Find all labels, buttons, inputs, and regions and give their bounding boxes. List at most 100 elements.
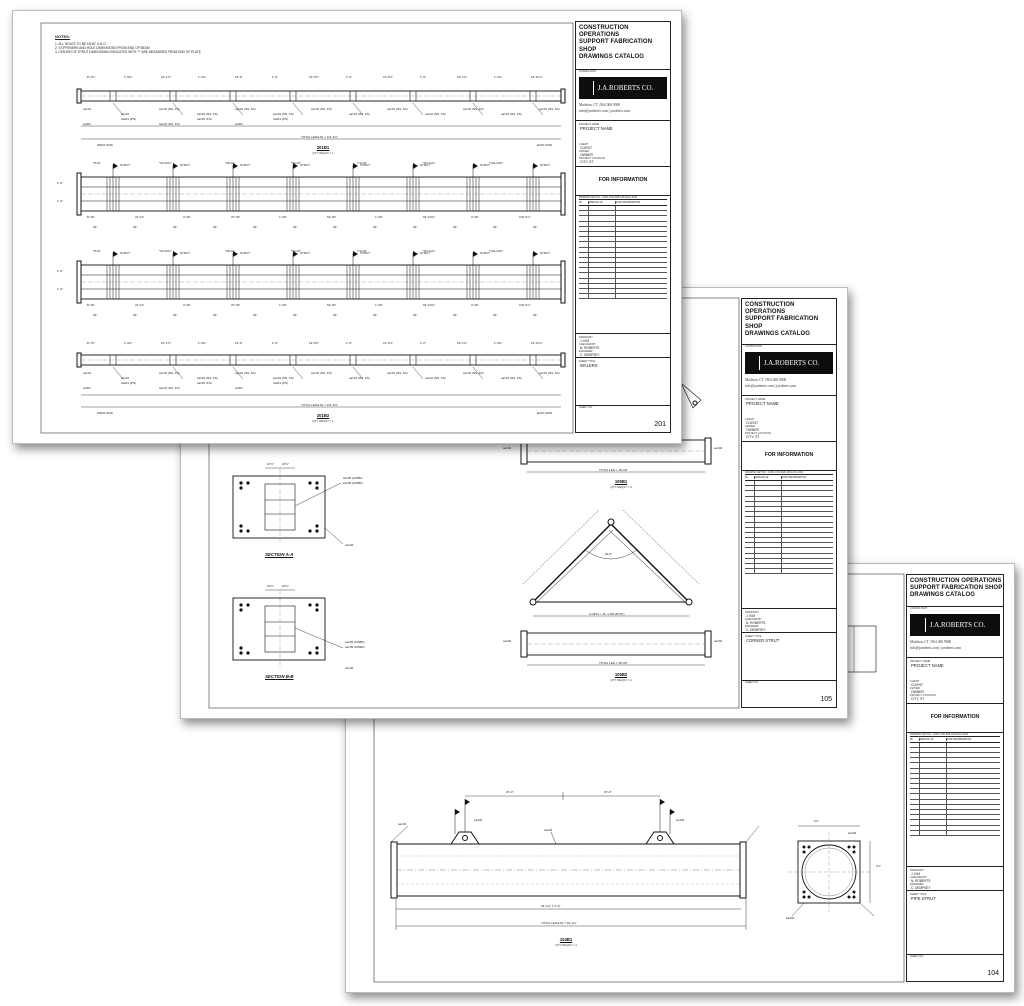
contact-phone: Madison, CT | 964.360.9000 (745, 378, 787, 383)
plan2-stiff-dim-2: 40" (173, 313, 178, 317)
sheet-number: 201 (654, 421, 666, 428)
b2-dim-11: 1'-6⅜" (494, 341, 503, 345)
engineer: C. DEMPSEY (746, 628, 766, 633)
client-label: CLIENT (579, 143, 589, 147)
title-block-heading: CONSTRUCTION OPERATIONS SUPPORT FABRICAT… (910, 578, 1003, 599)
east-end-1: EAST END (537, 143, 552, 147)
client-value: CLIENT (746, 421, 759, 426)
section-b-b: SECTION B-B (265, 674, 294, 679)
side-dim-0: 1'-0" (57, 181, 63, 185)
location-value: CITY, ST (746, 435, 760, 440)
piece-mark-105B1: 105B1 (614, 479, 628, 484)
company-logo: J.A.ROBERTS CO. (745, 352, 833, 375)
callout-b1-11: sa101 (NS, FS) (501, 112, 522, 116)
callout-b1-0: sa101 (83, 107, 92, 111)
strut-label: STRUT (120, 163, 130, 167)
piece-qty-105B2: QTY REQ'D = 4 (610, 678, 632, 682)
callout-b1-15: sa101 (NS, FS) (159, 122, 180, 126)
plan2-stiff-dim-3: 40" (213, 313, 218, 317)
project-name-label: PROJECT NAME (910, 659, 931, 663)
plan1-stiff-dim-6: 40" (333, 225, 338, 229)
callout-b2-13: ss201 (83, 386, 92, 390)
stiffener-line (352, 102, 364, 116)
callout-b1-12: sa101 (NS, FS) (539, 107, 560, 111)
plan2-dim-2: *38-10" (225, 249, 235, 253)
location-value: CITY, ST (911, 696, 925, 701)
owner-label: OWNER (745, 425, 755, 429)
plan1-bot-dim-6: 1'-00" (375, 215, 383, 219)
plan1-stiff-dim-1: 40" (133, 225, 138, 229)
dim-a-left: 10½" (267, 462, 274, 466)
top-dim-0: 8'-1½" (87, 75, 96, 79)
plan2-bot-dim-6: 1'-00" (375, 303, 383, 307)
stiffener-line (292, 366, 304, 380)
stiffener-line (172, 102, 184, 116)
plan1-stiff-dim-8: 40" (413, 225, 418, 229)
location-value: CITY, ST (580, 160, 594, 165)
plan1-stiff-dim-7: 40" (373, 225, 378, 229)
plan1-stiff-dim-0: 40" (93, 225, 98, 229)
callout-b-3: sa102 (345, 666, 354, 670)
callout-b1-17: ss201 (235, 122, 244, 126)
piece-mark-201B1: 201B1 (316, 145, 330, 150)
top-dim-6: 19'-0½" (309, 75, 320, 79)
client-value: CLIENT (580, 146, 593, 151)
strut-label: STRUT (480, 163, 490, 167)
for-information: FOR INFORMATION (764, 452, 814, 459)
project-name-label: PROJECT NAME (579, 123, 600, 127)
strut-label: STRUT (240, 163, 250, 167)
strut-flag-icon (173, 251, 178, 257)
engineer-label: ENGINEER (910, 882, 924, 886)
company-name: J.A.ROBERTS CO. (763, 359, 820, 368)
title-block-104: CONSTRUCTION OPERATIONS SUPPORT FABRICAT… (906, 574, 1004, 982)
strut-label: STRUT (420, 163, 430, 167)
callout-5: ba104 (786, 916, 795, 920)
callout-b2-5: sa101 (NS, FS) (273, 376, 294, 380)
section-a-a: SECTION A-A (265, 552, 294, 557)
location-label: PROJECT LOCATION (910, 693, 936, 697)
dim-b-left: 10½" (267, 584, 274, 588)
owner-value: OWNER (911, 689, 924, 694)
strut-label: STRUT (420, 251, 430, 255)
contact-email: info@jaroberts.com | jaroberts.com (579, 109, 630, 114)
callout-b1-4: sa101 (NS, FS) (235, 107, 256, 111)
piece-qty-105B1: QTY REQ'D = 4 (610, 485, 632, 489)
strut-label: STRUT (360, 163, 370, 167)
drawn-by: J. KIM (746, 614, 756, 619)
owner-label: OWNER (579, 150, 589, 154)
plan1-bot-dim-3: 37'-00" (231, 215, 241, 219)
rev-col-date: 2020-06-19 (755, 476, 782, 480)
top-dim-8: 15'-0½" (383, 75, 394, 79)
east-end-2: EAST END (537, 411, 552, 415)
strut-label: STRUT (540, 163, 550, 167)
for-information: FOR INFORMATION (598, 177, 648, 184)
dim-pipe-length: 35'-1⅛" ± 1'-0" (541, 904, 561, 908)
strut-label: STRUT (120, 251, 130, 255)
stiffener-line (412, 102, 424, 116)
plan2-bot-dim-4: 1'-00" (279, 303, 287, 307)
strut-label: STRUT (300, 251, 310, 255)
plan1-bot-dim-2: 3'-00" (183, 215, 191, 219)
total-len-2: TOTAL LEN = 18'-00" (599, 661, 628, 665)
piece-qty-201B1: QTY REQ'D = 1 (312, 151, 334, 155)
contact-email: info@jaroberts.com | jaroberts.com (745, 384, 796, 389)
sheet-number: 104 (987, 970, 999, 977)
consultant-label: CONSULTANT (579, 70, 597, 74)
project-name: PROJECT NAME (746, 401, 779, 407)
plan1-stiff-dim-9: 40" (453, 225, 458, 229)
dim-top-right: 15'-0" (604, 790, 612, 794)
plan1-dim-2: *38-10" (225, 161, 235, 165)
stiffener-line (292, 102, 304, 116)
dim-a-right: 10½" (282, 462, 289, 466)
callout-b1-1: sa101 (121, 112, 130, 116)
checked-by: N. ROBERTS (911, 878, 931, 883)
plan1-dim-4: *70-10" (357, 161, 367, 165)
project-name: PROJECT NAME (580, 126, 613, 132)
callout-b1-7: sa101 (NS, FS) (349, 112, 370, 116)
callout-b1-8: sa101 (NS, FS) (387, 107, 408, 111)
strut-flag-icon (233, 251, 238, 257)
plan2-stiff-dim-0: 40" (93, 313, 98, 317)
checked-by: N. ROBERTS (580, 346, 600, 351)
callout-b1-6: sa101 (NS, FS) (311, 107, 332, 111)
